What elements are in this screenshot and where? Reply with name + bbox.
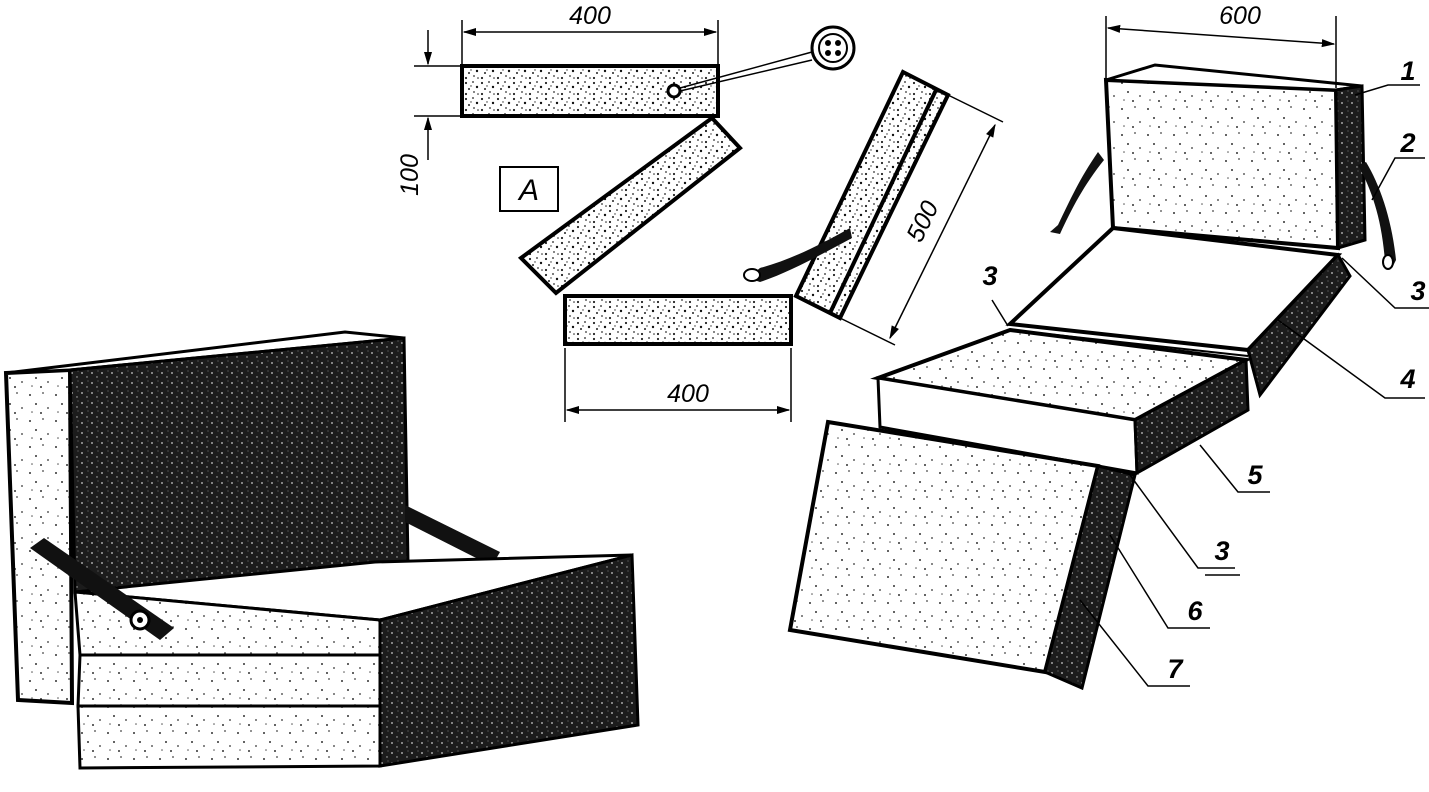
chair-back-face	[68, 336, 410, 594]
callout-1: 1	[1400, 56, 1415, 86]
foot-panel-side	[1043, 464, 1137, 691]
chair-back-side	[3, 367, 75, 706]
view-a-box	[499, 166, 559, 212]
seat-front-2	[76, 653, 384, 708]
view-a-label: A	[517, 174, 539, 207]
right-strap	[1358, 162, 1396, 268]
callout-3-upper-left: 3	[982, 261, 997, 291]
callout-4: 4	[1399, 364, 1415, 394]
view-a-blocks: 400 100 A 400 500	[396, 2, 1004, 422]
block-button-icon	[666, 83, 682, 99]
dim-unfolded-width: 600	[1219, 2, 1261, 30]
back-cushion-side	[1334, 84, 1367, 251]
dim-bottom-block-width: 400	[667, 380, 709, 408]
back-strap	[748, 228, 852, 282]
dim-top-block-width: 400	[569, 2, 611, 30]
unfolded-mattress: 600 1 2 3 3 3 4 5 3 6 7	[787, 2, 1429, 691]
callout-6: 6	[1187, 596, 1203, 626]
back-cushion-face	[1103, 77, 1341, 251]
middle-panel-side	[1246, 252, 1352, 399]
block-bottom	[563, 294, 793, 346]
dim-block-thickness: 100	[396, 154, 424, 196]
chair-side-strap	[405, 505, 500, 566]
block-tilted	[517, 115, 743, 296]
callout-5: 5	[1247, 460, 1263, 490]
foot-panel-face	[787, 419, 1101, 675]
front-panel-side	[1133, 357, 1250, 476]
left-strap	[1050, 152, 1104, 234]
callout-3-lower: 3	[1214, 536, 1229, 566]
callout-7: 7	[1167, 654, 1184, 684]
button-detail-icon	[810, 25, 856, 71]
assembled-armchair	[3, 330, 640, 770]
callout-2: 2	[1399, 128, 1415, 158]
callout-3-upper-right: 3	[1410, 276, 1425, 306]
seat-side-dark	[378, 553, 640, 768]
seat-front-3	[76, 704, 384, 770]
